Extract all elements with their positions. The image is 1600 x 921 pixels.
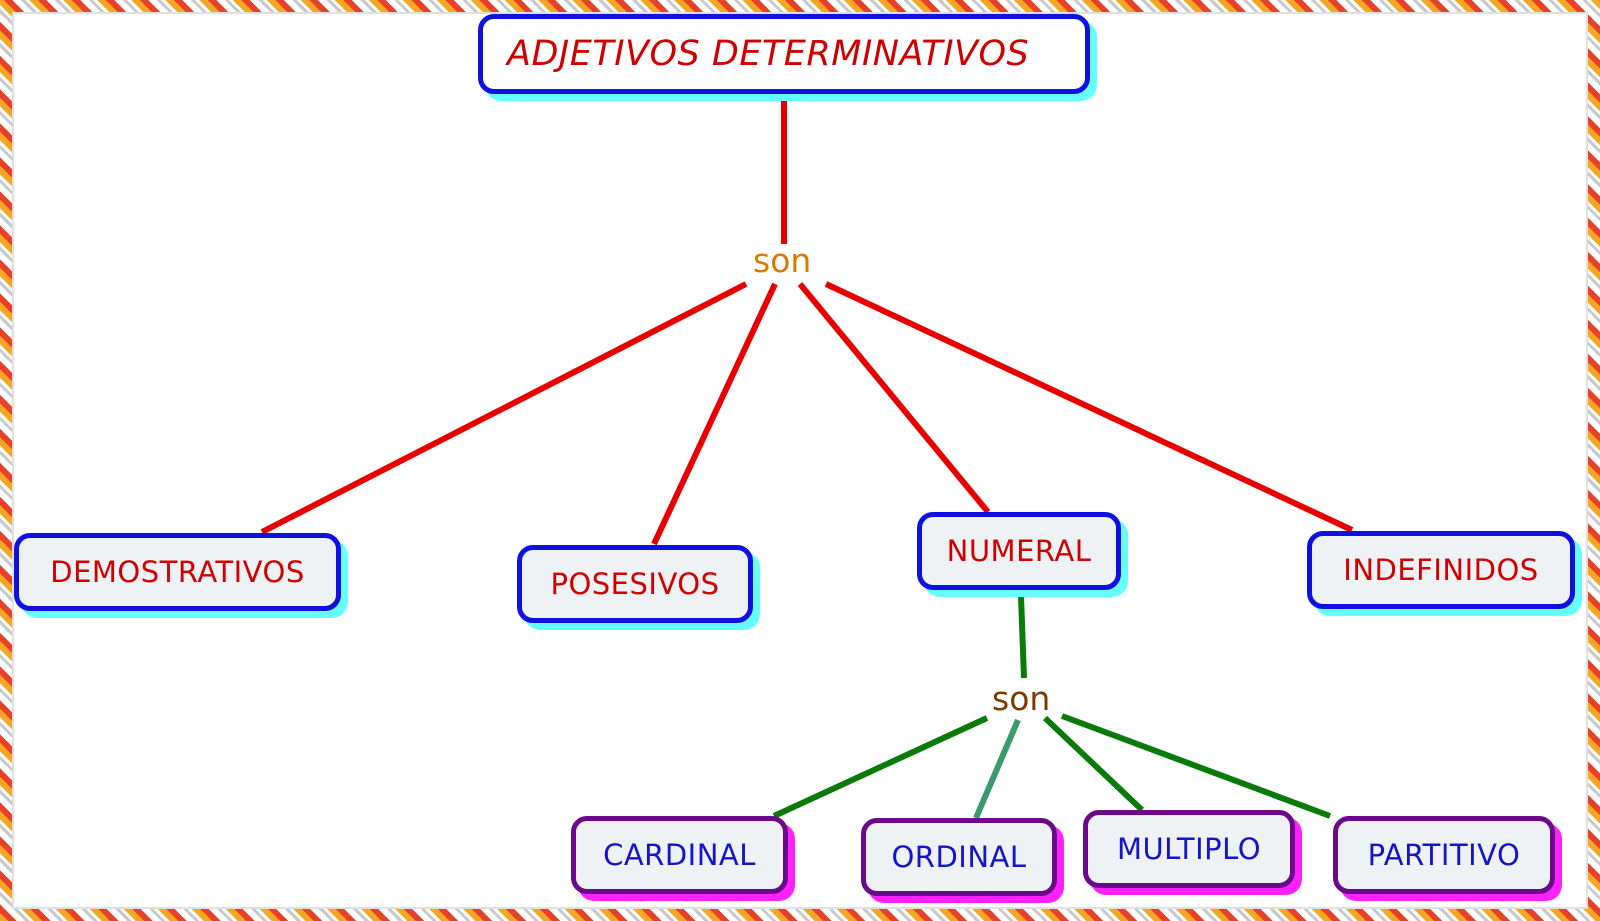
concept-posesivos-label: POSESIVOS <box>550 567 720 601</box>
link-son-numeral <box>797 282 991 514</box>
link-son-cardinal <box>772 715 989 819</box>
concept-multiplo[interactable]: MULTIPLO <box>1083 810 1295 888</box>
concept-map-canvas <box>12 12 1588 909</box>
concept-multiplo-label: MULTIPLO <box>1116 832 1262 866</box>
link-label-son-bottom: son <box>988 682 1055 715</box>
link-son-posesivos <box>651 282 778 546</box>
concept-cardinal-label: CARDINAL <box>603 838 756 872</box>
concept-indefinidos-label: INDEFINIDOS <box>1343 553 1539 587</box>
concept-cardinal[interactable]: CARDINAL <box>571 816 788 894</box>
root-concept-adjetivos-determinativos[interactable]: ADJETIVOS DETERMINATIVOS <box>478 14 1090 94</box>
concept-ordinal-label: ORDINAL <box>891 840 1027 874</box>
root-concept-label: ADJETIVOS DETERMINATIVOS <box>507 34 1030 74</box>
link-son-ordinal <box>973 718 1021 820</box>
link-label-son-top: son <box>749 244 816 277</box>
link-son-partitivo <box>1060 713 1332 819</box>
concept-ordinal[interactable]: ORDINAL <box>861 818 1057 896</box>
link-son-demostrativos <box>260 281 748 535</box>
concept-partitivo[interactable]: PARTITIVO <box>1333 816 1555 894</box>
link-numeral-son <box>1018 595 1027 679</box>
concept-demostrativos[interactable]: DEMOSTRATIVOS <box>14 533 341 611</box>
concept-demostrativos-label: DEMOSTRATIVOS <box>50 555 305 589</box>
concept-partitivo-label: PARTITIVO <box>1367 838 1521 872</box>
concept-indefinidos[interactable]: INDEFINIDOS <box>1307 531 1575 609</box>
concept-numeral[interactable]: NUMERAL <box>917 512 1121 590</box>
link-son-indefinidos <box>824 281 1354 533</box>
concept-numeral-label: NUMERAL <box>946 534 1092 568</box>
concept-posesivos[interactable]: POSESIVOS <box>517 545 753 623</box>
link-son-multiplo <box>1042 715 1145 813</box>
